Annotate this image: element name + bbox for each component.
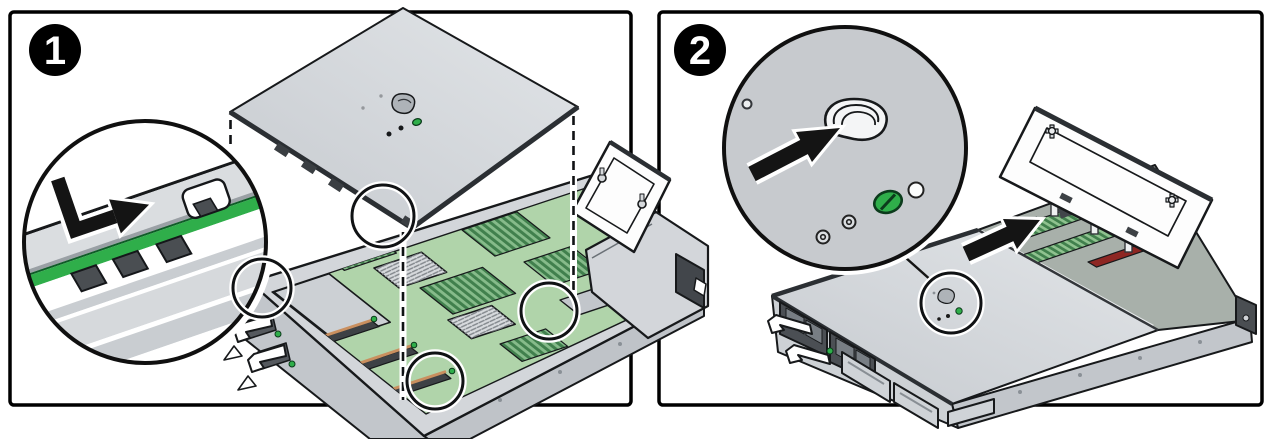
highlight-circle xyxy=(350,183,416,249)
captive-screw-icon xyxy=(955,307,963,315)
cover-dot xyxy=(932,291,936,295)
cover-hook-tabs xyxy=(69,234,193,293)
callout-ring xyxy=(22,119,268,365)
rivet-icon xyxy=(741,98,753,110)
psu-latch-green xyxy=(288,360,296,368)
clip-pin-icon xyxy=(1165,193,1179,208)
filler-panel xyxy=(893,382,939,429)
rivet-icon xyxy=(841,214,857,230)
captive-screw-icon xyxy=(872,189,904,215)
psu-handle-tip xyxy=(237,375,257,391)
highlight-circle xyxy=(405,351,465,411)
psu-handle-tip xyxy=(223,345,243,361)
attachment-point-circles xyxy=(229,181,581,413)
latch-button-icon xyxy=(391,92,416,115)
cover-dot xyxy=(398,125,404,131)
latch-button-icon xyxy=(937,288,955,305)
rivet-icon xyxy=(815,229,831,245)
psu-latch-green xyxy=(274,330,282,338)
highlight-circle xyxy=(231,257,293,319)
rear-door-raised xyxy=(998,105,1214,270)
captive-screw-icon xyxy=(411,118,423,126)
cover-dot xyxy=(379,94,383,98)
callout-ring xyxy=(722,25,968,271)
clip-pin-icon xyxy=(1045,124,1059,139)
cover-latch-detail-small xyxy=(917,269,985,337)
step-1-badge: 1 xyxy=(29,24,81,76)
door-label-area xyxy=(1029,127,1187,237)
step-2-label: 2 xyxy=(689,29,711,73)
front-psu-area xyxy=(767,301,995,429)
rack-ear-handle xyxy=(693,277,707,297)
server-chassis-open xyxy=(223,140,710,439)
clip-pin-icon xyxy=(637,193,647,209)
psu-pull-handle xyxy=(767,314,813,335)
step-1-label: 1 xyxy=(44,29,66,73)
press-latch-arrow xyxy=(746,124,847,185)
dimm-bank xyxy=(419,266,517,315)
install-cover-arrow xyxy=(47,175,156,245)
psu-latch-green xyxy=(826,347,834,355)
step-2-badge: 2 xyxy=(674,24,726,76)
alignment-dashed-lines xyxy=(227,116,577,400)
filler-panel xyxy=(947,398,995,427)
magnifier-circle-latch xyxy=(718,21,972,275)
pcb-edge-strip xyxy=(24,187,266,294)
panel-2-step-latch-cover: 2 xyxy=(674,21,1257,429)
rear-door-raised xyxy=(570,140,710,340)
dimm-bank xyxy=(523,245,602,287)
door-hinges xyxy=(1059,192,1139,238)
rack-ear xyxy=(675,253,705,309)
screw-hole xyxy=(907,181,925,199)
psu-pull-handle xyxy=(785,344,831,365)
slide-cover-arrow xyxy=(961,215,1047,265)
cover-dot xyxy=(946,314,950,318)
cover-dot xyxy=(361,106,365,110)
cover-dot xyxy=(386,131,392,137)
panel-1-step-install-cover: 1 xyxy=(16,7,710,439)
cover-dot xyxy=(937,317,941,321)
cover-latch-detail xyxy=(361,92,423,137)
highlight-circle xyxy=(519,281,579,341)
rack-ear xyxy=(1235,295,1257,335)
dimm-bank xyxy=(461,211,551,257)
psu-pull-handle xyxy=(247,344,287,373)
clip-pin-icon xyxy=(597,167,607,183)
highlight-circle xyxy=(919,271,983,335)
chassis-screws xyxy=(1018,340,1202,394)
